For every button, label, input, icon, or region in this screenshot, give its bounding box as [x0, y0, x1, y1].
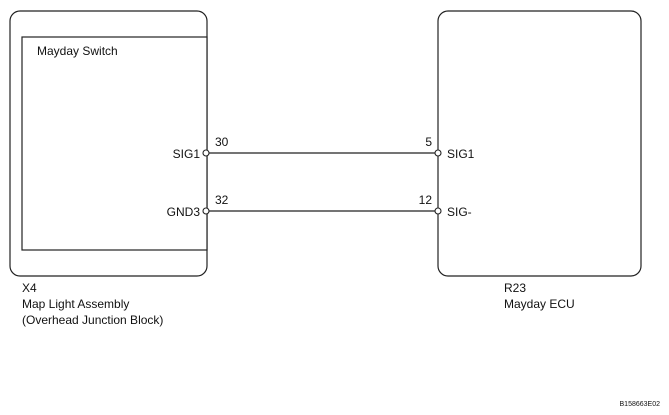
left-pin-2-terminal: [202, 207, 210, 215]
left-component-code: X4: [22, 281, 37, 295]
pin-terminals: [202, 149, 442, 215]
right-pin-2-terminal: [434, 207, 442, 215]
map-light-assembly: Mayday Switch SIG1 GND3 X4 Map Light Ass…: [9, 10, 208, 327]
right-pin-2-number: 12: [419, 193, 433, 207]
mayday-switch-outline: [21, 36, 208, 251]
left-component-name: Map Light Assembly: [22, 297, 129, 311]
right-component-name: Mayday ECU: [504, 297, 575, 311]
right-pin-1-terminal: [434, 149, 442, 157]
mayday-ecu: SIG1 SIG- R23 Mayday ECU: [437, 10, 642, 311]
left-component-subname: (Overhead Junction Block): [22, 313, 163, 327]
right-component-code: R23: [504, 281, 526, 295]
left-pin-1-label: SIG1: [173, 147, 201, 161]
wires: 30 32 5 12: [206, 135, 437, 212]
right-pin-1-label: SIG1: [447, 147, 475, 161]
figure-id: B158663E02: [620, 401, 661, 408]
right-pin-2-label: SIG-: [447, 205, 472, 219]
left-pin-1-number: 30: [215, 135, 229, 149]
left-pin-2-label: GND3: [167, 205, 201, 219]
right-pin-1-number: 5: [425, 135, 432, 149]
left-pin-2-number: 32: [215, 193, 229, 207]
mayday-ecu-outline: [437, 10, 642, 277]
mayday-switch-title: Mayday Switch: [37, 44, 118, 58]
left-pin-1-terminal: [202, 149, 210, 157]
